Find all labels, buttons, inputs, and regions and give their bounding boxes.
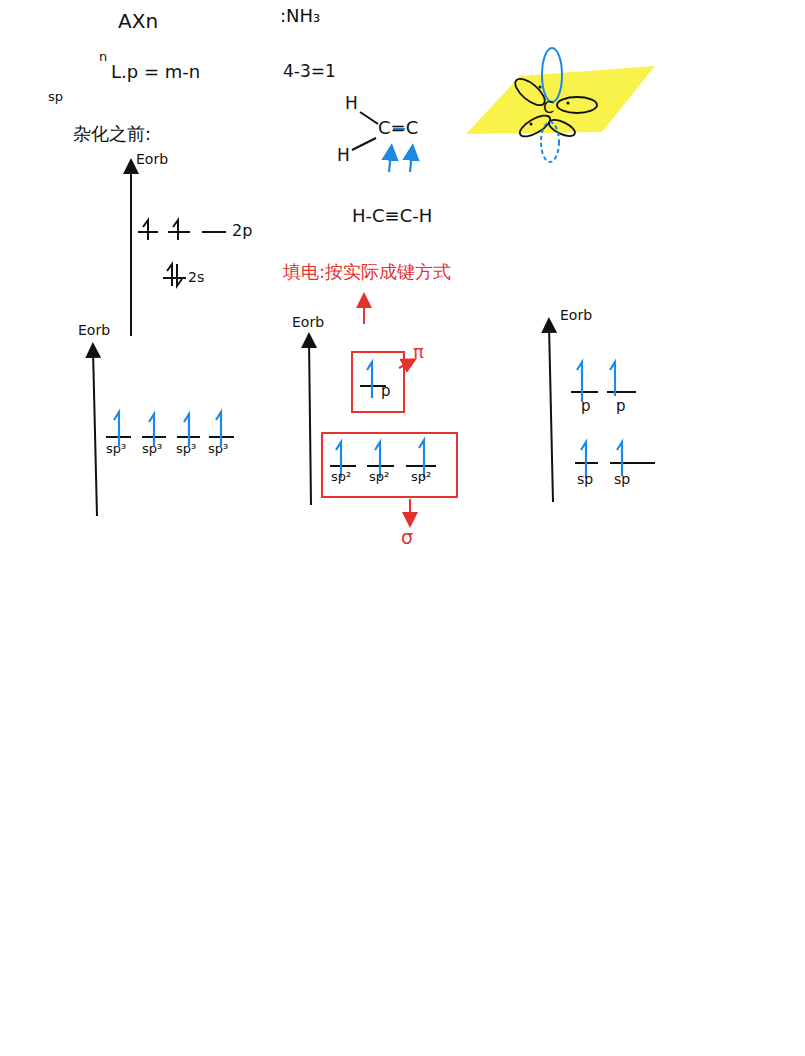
axis-label: Eorb [136, 152, 168, 167]
orbital-label: sp³ [176, 442, 196, 456]
orbital-label: sp³ [142, 442, 162, 456]
orbital-label: p [381, 383, 391, 400]
orbital-group-box: sp² sp² sp² [321, 432, 458, 498]
atom: C=C [378, 118, 418, 138]
orbital-label: 2s [188, 270, 204, 285]
axis-label: Eorb [292, 315, 324, 330]
bond-lines [352, 112, 378, 150]
atom: H [345, 94, 358, 113]
orbital-label: sp² [411, 470, 431, 484]
atom: C [543, 99, 554, 117]
bond-type: π [413, 342, 424, 362]
calculation: 4-3=1 [283, 62, 336, 81]
bond-type: σ [401, 527, 413, 548]
symbol: n [99, 50, 107, 64]
atom: H [337, 146, 350, 165]
note: 填电:按实际成键方式 [283, 262, 451, 282]
orbital-label: sp² [369, 470, 389, 484]
orbital-label: sp³ [106, 442, 126, 456]
orbital-label: sp [577, 472, 593, 487]
orbital-label: 2p [232, 222, 252, 240]
orbital-label: sp³ [208, 442, 228, 456]
axis-label: Eorb [78, 323, 110, 338]
orbital-label: sp² [331, 470, 351, 484]
energy-axes [93, 166, 553, 516]
molecule: H-C≡C-H [352, 206, 432, 226]
orbital-label: p [616, 398, 626, 415]
formula: AXn [118, 10, 158, 32]
electron-arrows [114, 129, 622, 478]
orbital-levels [106, 220, 655, 466]
note: 杂化之前: [73, 124, 151, 144]
symbol: sp [48, 90, 63, 104]
orbital-label: sp [614, 472, 630, 487]
sp2-orbital-sketch [466, 48, 655, 162]
formula: L.p = m-n [111, 62, 200, 82]
axis-label: Eorb [560, 308, 592, 323]
orbital-label: p [581, 398, 591, 415]
molecule: :NH₃ [280, 6, 320, 26]
orbital-group-box: p [351, 351, 405, 413]
